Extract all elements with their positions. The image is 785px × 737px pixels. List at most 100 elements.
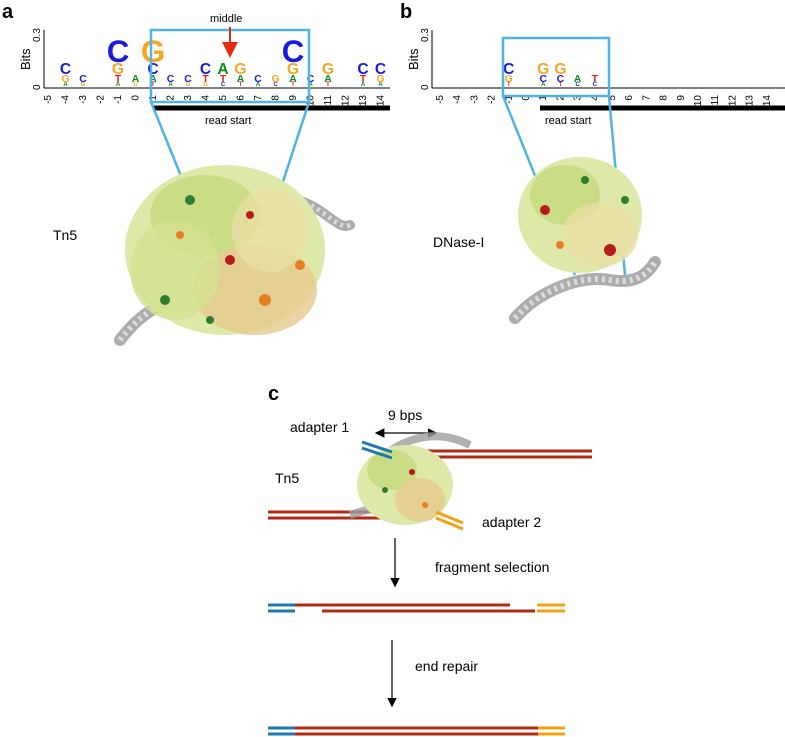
panel-a-logo-letter-3-G: G [186, 82, 191, 88]
panel-a-tick-12: 12 [341, 95, 352, 107]
panel-a-logo-letter-1-C: C [147, 61, 158, 78]
panel-a-logo-letter-11-G: G [322, 61, 334, 78]
panel-a-tick-13: 13 [358, 95, 369, 107]
panel-b-logo-letter-2-C: C [557, 74, 565, 85]
panel-a-logo-letter-11-A: A [324, 74, 332, 85]
panel-b-tick--2: -2 [487, 95, 498, 104]
panel-a-logo-letter-14-C: C [375, 61, 386, 78]
panel-b-tick--3: -3 [469, 95, 480, 104]
panel-b-tick-10: 10 [693, 95, 704, 107]
panel-a-logo-letter--3-C: C [79, 74, 87, 85]
panel-a-logo-letter-2-A: A [168, 82, 173, 88]
panel-a-logo-letter-3-C: C [184, 74, 192, 85]
panel-b-ytick-bottom: 0 [420, 84, 431, 90]
panel-a-logo-letter--4-G: G [61, 74, 69, 85]
panel-b-tick-3: 3 [573, 95, 584, 101]
step1-label: fragment selection [435, 559, 549, 575]
panel-b-tick-0: 0 [521, 95, 532, 101]
panel-b-tick--5: -5 [435, 95, 446, 104]
panel-a-logo-letter-5-A: A [217, 61, 228, 78]
panel-a-logo-letter-13-C: C [357, 61, 368, 78]
panel-b-tick-12: 12 [727, 95, 738, 107]
panel-b-tick-14: 14 [762, 95, 773, 107]
panel-b-ytick-top: 0.3 [420, 28, 431, 42]
panel-a-logo-letter-6-G: G [234, 61, 246, 78]
panel-b-tick-1: 1 [538, 95, 549, 101]
panel-a-tick-9: 9 [288, 95, 299, 101]
panel-b-letter: b [400, 1, 412, 23]
panel-a-logo-letter--1-C: C [107, 34, 130, 69]
panel-b-logo-letter-3-C: C [575, 82, 580, 88]
panel-a-tn5-structure [114, 165, 355, 346]
panel-a-logo-letter-7-C: C [254, 74, 262, 85]
panel-a-tick-3: 3 [183, 95, 194, 101]
adapter1-strand-2 [361, 446, 393, 460]
panel-c-adapter2-label: adapter 2 [482, 514, 541, 530]
panel-a-tick-6: 6 [236, 95, 247, 101]
panel-a-logo-letter-13-A: A [361, 82, 366, 88]
panel-a-logo-letter-1-G: G [141, 34, 165, 69]
panel-a-tick-8: 8 [271, 95, 282, 101]
panel-a-logo-letter-8-C: C [273, 82, 278, 88]
panel-a-logo-letter--4-A: A [63, 82, 68, 88]
panel-a-ytick-bottom: 0 [32, 84, 43, 90]
panel-a-ytick-top: 0.3 [32, 28, 43, 42]
panel-a-logo-letter-1-T: T [151, 82, 155, 88]
adapter2-strand-2 [435, 516, 464, 531]
panel-b-bits-label: Bits [406, 48, 421, 70]
adapter2-strand-1 [435, 510, 464, 525]
panel-a-logo-letter-9-A: A [289, 74, 297, 85]
panel-c-adapter1-label: adapter 1 [290, 419, 349, 435]
panel-b-tick-11: 11 [710, 95, 721, 106]
panel-b-read-start: read start [545, 115, 591, 127]
panel-b-tick-7: 7 [641, 95, 652, 101]
panel-a-logo-letter-7-A: A [256, 82, 261, 88]
panel-b-logo-letter-1-G: G [537, 61, 549, 78]
panel-b-logo-letter-2-G: G [554, 61, 566, 78]
panel-a-tick-11: 11 [323, 95, 334, 106]
panel-a-logo-letter-5-C: C [221, 82, 226, 88]
panel-a-protein-label: Tn5 [53, 227, 77, 243]
panel-b-dnase-structure [509, 157, 661, 324]
panel-a-tick-0: 0 [131, 95, 142, 101]
panel-a-logo-letter-10-C: C [307, 74, 315, 85]
panel-a-logo-letter--1-T: T [115, 74, 122, 85]
panel-a-tick-7: 7 [253, 95, 264, 101]
panel-a-logo-letter-0-A: A [132, 74, 140, 85]
panel-a-logo-letter--4-C: C [60, 61, 71, 78]
panel-a-logo-letter--3-G: G [81, 82, 86, 88]
panel-a-logo-letter-9-T: T [291, 82, 295, 88]
panel-b-logo-letter--1-T: T [507, 82, 511, 88]
panel-a-tick-14: 14 [376, 95, 387, 107]
panel-b-logo-letter-2-T: T [559, 82, 563, 88]
panel-a-tick--1: -1 [113, 95, 124, 104]
panel-a-tick--3: -3 [78, 95, 89, 104]
panel-a-tick--5: -5 [43, 95, 54, 104]
panel-a-logo-letter-5-T: T [220, 74, 227, 85]
panel-b-tick-13: 13 [745, 95, 756, 107]
panel-a-logo-letter-8-G: G [271, 74, 279, 85]
panel-a-read-start: read start [205, 115, 251, 127]
panel-b-logo-letter--1-C: C [503, 61, 514, 78]
panel-a-bits-label: Bits [18, 48, 33, 70]
panel-a-logo-letter-6-A: A [237, 74, 245, 85]
panel-c-gap-label: 9 bps [388, 407, 422, 423]
panel-a-logo-letter-1-A: A [149, 74, 157, 85]
panel-b-logo-letter-3-A: A [574, 74, 582, 85]
panel-c-tn5-structure [348, 432, 472, 525]
panel-b-tick-5: 5 [607, 95, 618, 101]
panel-a-logo-letter-14-A: A [378, 82, 383, 88]
panel-a-tick--2: -2 [96, 95, 107, 104]
panel-a-logo-letter-9-C: C [282, 34, 305, 69]
panel-b-highlight-box [501, 36, 611, 98]
panel-a-logo-letter-4-C: C [200, 61, 211, 78]
panel-a-tick-4: 4 [201, 95, 212, 101]
panel-a-logo-letter-13-T: T [360, 74, 367, 85]
panel-b-tick--1: -1 [504, 95, 515, 104]
panel-b-logo-letter-1-A: A [541, 82, 546, 88]
panel-b-tick--4: -4 [452, 95, 463, 104]
